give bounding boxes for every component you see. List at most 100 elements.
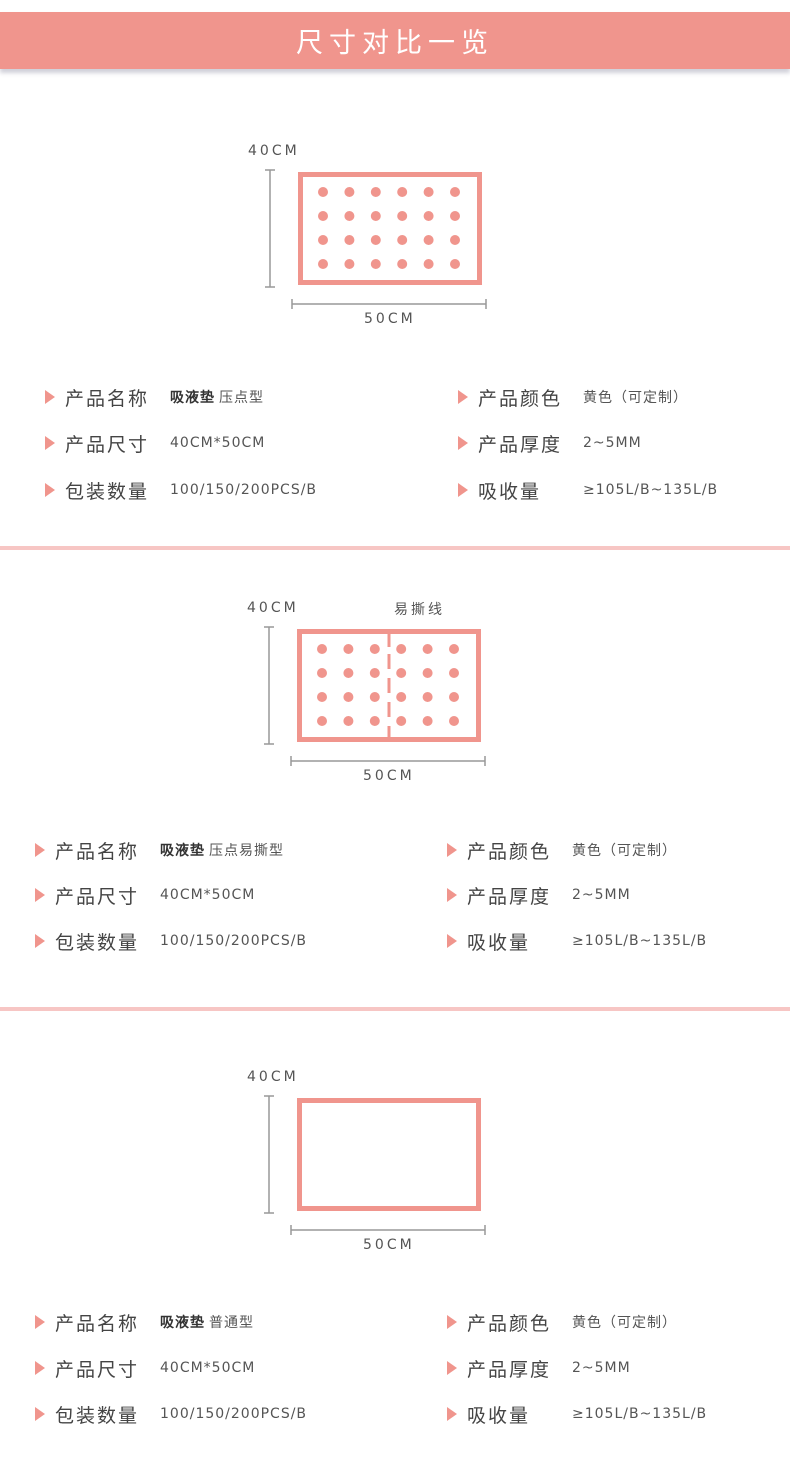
spec-value-text: 黄色（可定制） xyxy=(583,390,688,406)
spec-value-text: 100/150/200PCS/B xyxy=(160,933,308,949)
spec-value-text: 2~5MM xyxy=(572,887,631,903)
triangle-bullet-icon xyxy=(447,1315,457,1329)
spec-value: 黄色（可定制） xyxy=(572,840,677,860)
spec-row: 产品颜色黄色（可定制） xyxy=(447,1310,677,1335)
dot xyxy=(318,235,328,245)
spec-label: 产品名称 xyxy=(55,840,140,863)
dot xyxy=(449,668,459,678)
spec-label: 产品名称 xyxy=(55,1312,140,1335)
spec-value: 100/150/200PCS/B xyxy=(160,933,307,949)
spec-label: 产品名称 xyxy=(65,387,150,410)
spec-row: 吸收量 ≥105L/B~135L/B xyxy=(447,1402,707,1427)
dot xyxy=(449,692,459,702)
spec-value: 100/150/200PCS/B xyxy=(170,482,317,498)
tear-line-segment xyxy=(387,726,391,742)
section-divider xyxy=(0,1007,790,1011)
dot xyxy=(343,668,354,678)
spec-value: ≥105L/B~135L/B xyxy=(572,1406,707,1422)
tear-line-segment xyxy=(387,629,391,647)
dot xyxy=(317,644,327,654)
triangle-bullet-icon xyxy=(35,1361,45,1375)
pad-outline xyxy=(297,1098,481,1211)
height-label: 40CM xyxy=(247,600,299,616)
spec-value: 吸液垫普通型 xyxy=(160,1312,254,1332)
spec-label: 产品尺寸 xyxy=(65,433,150,456)
spec-label: 产品尺寸 xyxy=(55,1358,140,1381)
width-label: 50CM xyxy=(363,768,415,784)
dot xyxy=(449,644,459,654)
triangle-bullet-icon xyxy=(35,888,45,902)
size-diagram xyxy=(264,1095,486,1235)
dot xyxy=(369,668,380,678)
spec-value: 40CM*50CM xyxy=(170,435,265,451)
triangle-bullet-icon xyxy=(447,1407,457,1421)
dot xyxy=(450,211,460,221)
spec-value-text: 40CM*50CM xyxy=(160,1360,256,1376)
dot xyxy=(317,668,327,678)
dot xyxy=(318,259,328,269)
spec-value-text: 压点易撕型 xyxy=(209,843,284,859)
header-banner: 尺寸对比一览 xyxy=(0,12,790,69)
tear-line-segment xyxy=(387,654,391,669)
section-divider xyxy=(0,546,790,550)
dot xyxy=(344,211,355,221)
dot xyxy=(422,692,433,702)
spec-value: 100/150/200PCS/B xyxy=(160,1406,307,1422)
spec-label: 产品尺寸 xyxy=(55,885,140,908)
tear-line-label: 易撕线 xyxy=(394,602,445,618)
size-diagram xyxy=(265,169,487,309)
height-label: 40CM xyxy=(248,143,300,159)
spec-value-text: ≥105L/B~135L/B xyxy=(583,482,719,498)
triangle-bullet-icon xyxy=(447,934,457,948)
dot xyxy=(318,187,328,197)
spec-value: 吸液垫压点型 xyxy=(170,387,264,407)
dot xyxy=(397,235,408,245)
spec-row: 产品尺寸 40CM*50CM xyxy=(35,883,255,908)
dot xyxy=(370,187,381,197)
triangle-bullet-icon xyxy=(45,483,55,497)
triangle-bullet-icon xyxy=(45,436,55,450)
spec-label: 产品厚度 xyxy=(467,885,552,908)
spec-row: 包装数量 100/150/200PCS/B xyxy=(45,478,317,503)
dot xyxy=(344,235,355,245)
dot xyxy=(449,716,459,726)
triangle-bullet-icon xyxy=(35,1407,45,1421)
spec-label: 产品颜色 xyxy=(478,387,563,410)
triangle-bullet-icon xyxy=(458,483,468,497)
width-label: 50CM xyxy=(363,1237,415,1253)
spec-value: ≥105L/B~135L/B xyxy=(583,482,718,498)
triangle-bullet-icon xyxy=(35,934,45,948)
triangle-bullet-icon xyxy=(45,390,55,404)
spec-value: 40CM*50CM xyxy=(160,887,255,903)
product-name: 吸液垫 xyxy=(160,843,205,859)
triangle-bullet-icon xyxy=(458,390,468,404)
product-name: 吸液垫 xyxy=(170,390,215,406)
height-label: 40CM xyxy=(247,1069,299,1085)
spec-row: 产品名称吸液垫普通型 xyxy=(35,1310,254,1335)
spec-value-text: 100/150/200PCS/B xyxy=(170,482,318,498)
spec-value-text: 2~5MM xyxy=(583,435,642,451)
spec-value-text: 40CM*50CM xyxy=(160,887,256,903)
dot xyxy=(423,187,434,197)
triangle-bullet-icon xyxy=(35,1315,45,1329)
dot xyxy=(317,692,327,702)
spec-row: 产品尺寸 40CM*50CM xyxy=(35,1356,256,1381)
tear-line-segment xyxy=(387,702,391,717)
spec-label: 包装数量 xyxy=(65,480,150,503)
spec-value: 吸液垫压点易撕型 xyxy=(160,840,284,860)
spec-value: 黄色（可定制） xyxy=(583,387,688,407)
dot xyxy=(370,211,381,221)
pad-outline xyxy=(298,172,482,285)
spec-row: 吸收量≥105L/B~135L/B xyxy=(447,929,707,954)
dot xyxy=(343,644,354,654)
dot xyxy=(397,211,408,221)
triangle-bullet-icon xyxy=(447,1361,457,1375)
dot xyxy=(318,211,328,221)
spec-label: 产品颜色 xyxy=(467,1312,552,1335)
dot xyxy=(317,716,327,726)
spec-value: 2~5MM xyxy=(572,887,631,903)
spec-label: 吸收量 xyxy=(467,1404,531,1427)
